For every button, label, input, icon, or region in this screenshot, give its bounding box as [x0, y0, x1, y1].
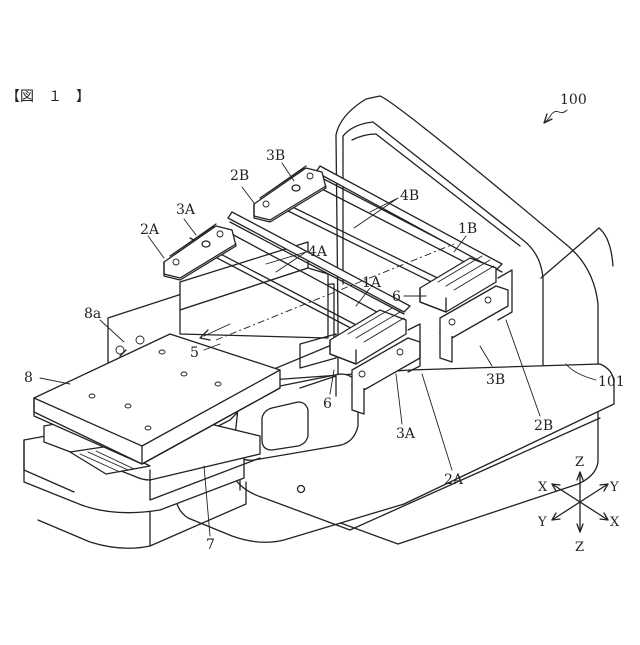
figure-header: 【図 １ 】 [6, 89, 90, 105]
axis-z-up: Z [575, 455, 584, 470]
axis-y-left: Y [537, 515, 547, 530]
label-2B-top: 2B [230, 168, 249, 184]
label-3B-top: 3B [266, 148, 285, 164]
label-6-low: 6 [323, 396, 332, 412]
label-5: 5 [190, 345, 199, 361]
label-1B: 1B [458, 221, 477, 237]
label-4A: 4A [308, 244, 328, 260]
label-2A-low: 2A [444, 472, 464, 488]
axis-x-right: X [610, 515, 620, 530]
label-1A: 1A [362, 275, 382, 291]
label-3A-top: 3A [176, 202, 196, 218]
axis-z-down: Z [575, 540, 584, 555]
label-3A-low: 3A [396, 426, 416, 442]
label-8: 8 [24, 370, 33, 386]
label-101: 101 [598, 374, 625, 390]
axis-x-left: X [538, 480, 548, 495]
label-4B: 4B [400, 188, 419, 204]
display-screen [262, 402, 308, 450]
label-3B-low: 3B [486, 372, 505, 388]
ref-100-label: 100 [560, 92, 587, 108]
label-6-mid: 6 [392, 289, 401, 305]
label-2A-top: 2A [140, 222, 160, 238]
power-button [298, 486, 305, 493]
label-7: 7 [206, 537, 215, 553]
label-8a: 8a [84, 306, 101, 322]
label-2B-low: 2B [534, 418, 553, 434]
axis-y-right: Y [609, 480, 619, 495]
